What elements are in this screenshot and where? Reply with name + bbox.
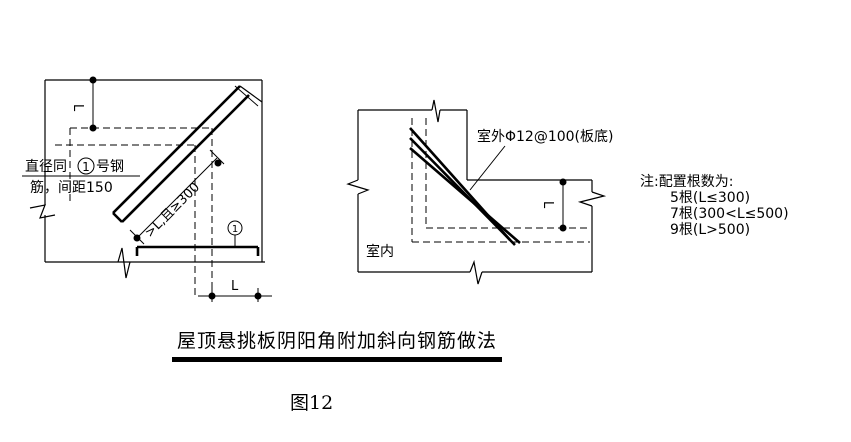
left-detail-dots [89,76,262,300]
label-circle-marker [77,157,95,175]
interior-label: 室内 [366,243,394,260]
right-dim-vertical-label: L [540,201,555,209]
notes-heading: 注:配置根数为: [640,174,734,190]
notes-item-1: 5根(L≤300) [670,190,751,206]
diagonal-dimension-label: >L,且≥300 [142,180,203,241]
right-rebar-label: 室外Φ12@100(板底) [477,128,613,145]
notes-block: 注:配置根数为: 5根(L≤300) 7根(300<L≤500) 9根(L>50… [640,174,789,238]
left-label-line1: 直径同 [25,158,67,175]
left-dim-horizontal-label: L [231,279,239,294]
right-detail [346,99,607,285]
left-label-line1-tail: 号钢 [96,159,124,175]
left-dim-vertical-label: L [70,104,85,112]
label-circle-number: 1 [82,160,90,174]
title-underline [172,357,502,362]
bar-marker-number: 1 [232,224,238,235]
figure-label: 图12 [290,392,334,414]
left-label-line2: 筋，间距150 [30,179,113,196]
notes-item-3: 9根(L>500) [670,222,751,238]
notes-item-2: 7根(300<L≤500) [670,206,789,222]
right-detail-dots [559,178,567,232]
drawing-title: 屋顶悬挑板阴阳角附加斜向钢筋做法 [176,330,497,352]
